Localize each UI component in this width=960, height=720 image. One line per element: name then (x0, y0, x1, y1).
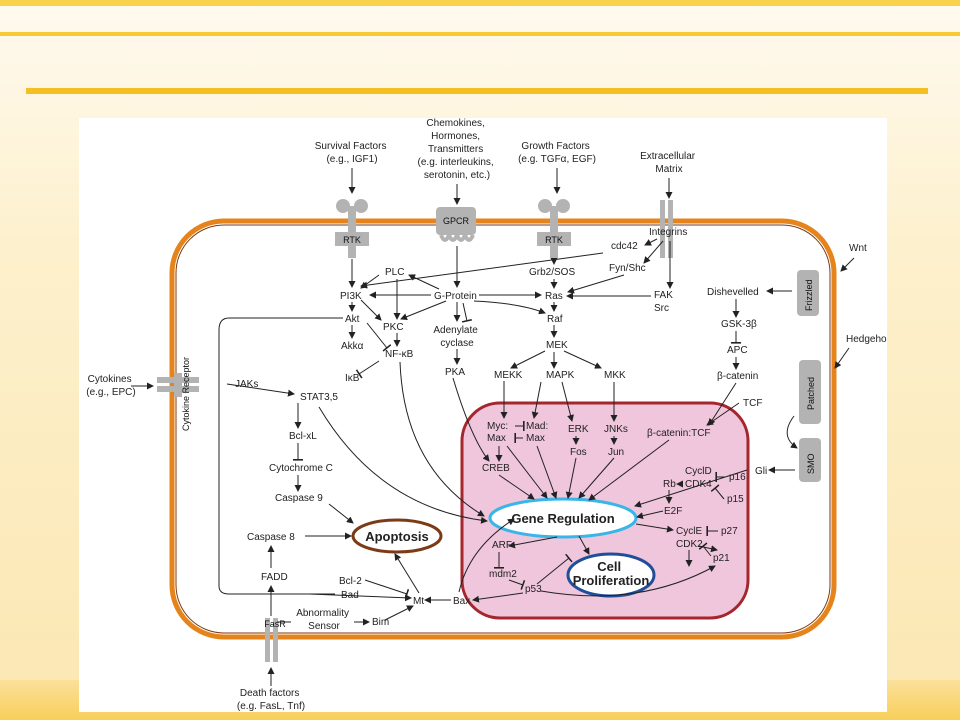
smo-receptor (799, 438, 821, 482)
gpcr-label: GPCR (443, 216, 470, 226)
node-integrins: Integrins (649, 227, 687, 238)
node-tcf: TCF (743, 398, 762, 409)
node-cdc42: cdc42 (611, 241, 638, 252)
arrow-layer (131, 168, 855, 686)
node-rb: Rb (663, 479, 676, 490)
node-grb2: Grb2/SOS (529, 267, 575, 278)
cytokines-label: Cytokines (e.g., EPC) (86, 374, 135, 398)
node-abnormality: Abnormality Sensor (296, 608, 352, 632)
top-thin-bar (0, 32, 960, 36)
survival-factors: Survival Factors (e.g., IGF1) (315, 141, 389, 165)
node-plc: PLC (385, 267, 404, 278)
death-factors: Death factors (e.g. FasL, Tnf) (237, 688, 305, 712)
node-mt: Mt (413, 596, 424, 607)
node-madmax: Mad: Max (526, 421, 551, 444)
node-e2f: E2F (664, 506, 682, 517)
chemokines: Chemokines, Hormones, Transmitters (e.g.… (418, 118, 497, 181)
patched-label: Patched (806, 377, 816, 410)
cytokine-receptor-label: Cytokine Receptor (181, 357, 191, 431)
cytokine-receptor (157, 373, 199, 397)
gene-regulation-label: Gene Regulation (511, 511, 614, 526)
node-cycld: CyclD CDK4 (685, 466, 714, 490)
node-mycmax: Myc: Max (487, 421, 511, 444)
rtk-receptor-left (335, 199, 369, 258)
growth-factors: Growth Factors (e.g. TGFα, EGF) (518, 141, 596, 165)
node-pkc: PKC (383, 322, 404, 333)
gpcr-receptor (436, 207, 476, 242)
node-mekk: MEKK (494, 370, 523, 381)
node-cycle: CyclE CDK2 (676, 526, 705, 550)
hedgehog-label: Hedgehog (846, 334, 887, 345)
pathway-figure: RTK GPCR RTK Frizzled Patched SMO Cytoki… (79, 118, 892, 712)
node-gsk: GSK-3β (721, 319, 757, 330)
node-mek: MEK (546, 340, 568, 351)
cell-proliferation-label: Cell Proliferation (573, 559, 650, 588)
node-apc: APC (727, 345, 748, 356)
node-nfkb: NF-κB (385, 349, 414, 360)
node-p27: p27 (721, 526, 738, 537)
node-casp8: Caspase 8 (247, 532, 295, 543)
apoptosis-label: Apoptosis (365, 529, 429, 544)
rtk2-label: RTK (545, 235, 563, 245)
cell-membrane (169, 218, 837, 640)
node-stat: STAT3,5 (300, 392, 338, 403)
patched-receptor (799, 360, 821, 424)
node-pka: PKA (445, 367, 465, 378)
node-mkk: MKK (604, 370, 626, 381)
node-bcatenin: β-catenin (717, 371, 758, 382)
top-accent-bar (0, 0, 960, 6)
node-akka: Akkα (341, 341, 364, 352)
node-bcl2: Bcl-2 (339, 576, 362, 587)
node-creb: CREB (482, 463, 510, 474)
node-ikb: IκB (345, 373, 360, 384)
node-bclxl: Bcl-xL (289, 431, 317, 442)
node-p53: p53 (525, 584, 542, 595)
extracellular-matrix: Extracellular Matrix (640, 151, 698, 175)
node-jnkjun: JNKs Jun (604, 424, 631, 458)
node-p16: p16 (729, 472, 746, 483)
node-dishevelled: Dishevelled (707, 287, 759, 298)
node-mapk: MAPK (546, 370, 575, 381)
fasr-label: FasR (264, 619, 286, 629)
node-erkfos: ERK Fos (568, 424, 591, 458)
node-mdm2: mdm2 (489, 569, 517, 580)
node-fadd: FADD (261, 572, 288, 583)
node-jaks: JAKs (235, 379, 258, 390)
title-rule (26, 88, 928, 94)
apoptosis-ellipse (351, 518, 443, 554)
node-arf: ARF (492, 540, 512, 551)
node-adenylate: Adenylate cyclase (433, 325, 480, 349)
cell-proliferation-ellipse (566, 552, 656, 598)
node-p21: p21 (713, 553, 730, 564)
frizzled-receptor (797, 270, 819, 316)
pathway-diagram: RTK GPCR RTK Frizzled Patched SMO Cytoki… (86, 118, 892, 712)
node-ras: Ras (545, 291, 563, 302)
node-fak: FAK Src (654, 290, 676, 314)
smo-label: SMO (806, 453, 816, 474)
node-p15: p15 (727, 494, 744, 505)
frizzled-label: Frizzled (804, 279, 814, 311)
rtk-receptor-right (537, 199, 571, 258)
node-bcattcf: β-catenin:TCF (647, 428, 711, 439)
node-fynshc: Fyn/Shc (609, 263, 646, 274)
node-casp9: Caspase 9 (275, 493, 323, 504)
node-raf: Raf (547, 314, 563, 325)
node-gprotein: G-Protein (434, 291, 477, 302)
node-cytc: Cytochrome C (269, 463, 333, 474)
wnt-label: Wnt (849, 243, 867, 254)
node-gli: Gli (755, 466, 767, 477)
rtk1-label: RTK (343, 235, 361, 245)
fasr-receptor (265, 618, 278, 662)
integrins-receptor (660, 200, 673, 258)
node-pi3k: PI3K (340, 291, 362, 302)
node-bim: Bim (372, 617, 389, 628)
node-bax: Bax (453, 596, 470, 607)
gene-regulation-ellipse (488, 497, 638, 539)
node-akt: Akt (345, 314, 360, 325)
